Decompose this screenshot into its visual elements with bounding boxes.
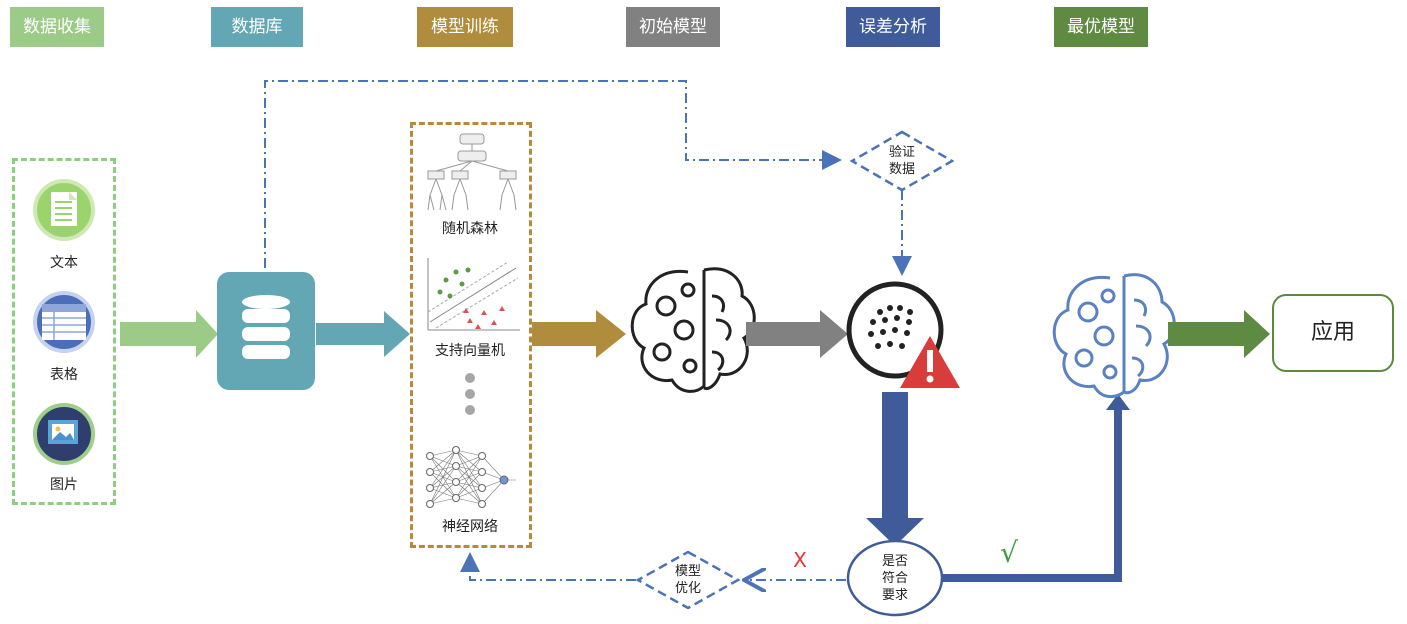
brain-gears-icon <box>630 267 756 393</box>
optimize-label: 模型优化 <box>674 564 701 596</box>
random-forest-diagram <box>427 133 517 211</box>
source-table-label: 表格 <box>50 367 78 383</box>
database-icon <box>217 272 315 390</box>
data-sources-box <box>12 158 116 505</box>
arrow-error-to-decision <box>866 392 924 546</box>
more-models-dots <box>465 373 475 415</box>
header-initial: 初始模型 <box>626 7 720 47</box>
best-brain-icon <box>1052 273 1176 398</box>
pass-mark: √ <box>1000 536 1018 569</box>
arrow-initial-to-error <box>746 310 848 358</box>
arrow-best-to-app <box>1168 310 1270 358</box>
arrow-db-to-train <box>316 311 410 357</box>
header-database: 数据库 <box>211 7 303 47</box>
validation-path <box>264 80 912 580</box>
svm-scatter-plot <box>427 258 520 331</box>
application-box: 应用 <box>1272 294 1394 372</box>
validation-data-label: 验证数据 <box>888 145 915 177</box>
model-svm-label: 支持向量机 <box>435 343 505 359</box>
neural-network-diagram <box>426 446 516 508</box>
source-image-label: 图片 <box>50 477 78 493</box>
header-collect: 数据收集 <box>10 7 104 47</box>
arrow-collect-to-db <box>120 310 218 358</box>
fail-mark: X <box>793 548 807 572</box>
picture-icon <box>33 403 95 465</box>
text-doc-icon <box>33 179 95 241</box>
source-text-label: 文本 <box>50 255 78 271</box>
header-error: 误差分析 <box>846 7 940 47</box>
models-box <box>410 122 532 548</box>
table-icon <box>33 291 95 353</box>
optimize-diamond <box>635 550 741 610</box>
validation-diamond <box>849 130 955 192</box>
arrow-train-to-initial <box>532 310 626 358</box>
decision-label: 是否符合要求 <box>881 554 908 603</box>
header-train: 模型训练 <box>417 7 513 47</box>
error-analysis-icon <box>846 281 960 388</box>
arrow-decision-to-best <box>942 394 1130 582</box>
model-rf-label: 随机森林 <box>442 221 498 237</box>
model-nn-label: 神经网络 <box>442 519 498 535</box>
header-best: 最优模型 <box>1054 7 1148 47</box>
